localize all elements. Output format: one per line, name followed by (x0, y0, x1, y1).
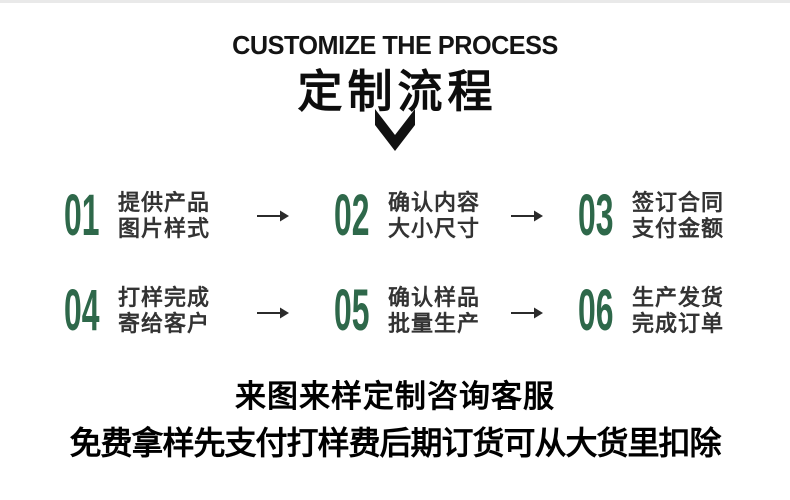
step-number: 03 (578, 183, 614, 248)
step-text-line1: 签订合同 (632, 190, 725, 215)
step-text-line2: 图片样式 (118, 216, 211, 241)
process-step-4: 04 打样完成 寄给客户 (64, 278, 210, 343)
step-description: 确认内容 大小尺寸 (388, 190, 480, 242)
step-number: 02 (334, 183, 370, 248)
section-title-chinese: 定制流程 (297, 66, 498, 117)
step-text-line2: 支付金额 (632, 216, 725, 241)
arrow-right-icon (257, 210, 289, 222)
step-number: 06 (578, 278, 614, 343)
step-number-box: 06 (578, 278, 616, 343)
step-text-line1: 确认内容 (388, 190, 481, 215)
step-text-line1: 提供产品 (118, 190, 211, 215)
chevron-down-icon (375, 109, 415, 151)
step-text-line1: 确认样品 (388, 285, 481, 310)
arrow-right-icon (511, 307, 543, 319)
step-description: 确认样品 批量生产 (388, 285, 480, 337)
consult-service-note: 来图来样定制咨询客服 (235, 379, 555, 414)
step-number: 04 (64, 278, 100, 343)
process-step-6: 06 生产发货 完成订单 (578, 278, 724, 343)
process-step-5: 05 确认样品 批量生产 (334, 278, 480, 343)
step-number: 01 (64, 183, 100, 248)
step-number-box: 03 (578, 183, 616, 248)
sample-fee-note: 免费拿样先支付打样费后期订货可从大货里扣除 (69, 425, 721, 461)
step-number-box: 02 (334, 183, 372, 248)
process-step-1: 01 提供产品 图片样式 (64, 183, 210, 248)
step-text-line2: 批量生产 (388, 311, 481, 336)
step-description: 签订合同 支付金额 (632, 190, 724, 242)
step-text-line2: 寄给客户 (118, 311, 211, 336)
step-text-line1: 生产发货 (632, 285, 725, 310)
step-description: 生产发货 完成订单 (632, 285, 724, 337)
step-description: 打样完成 寄给客户 (118, 285, 210, 337)
step-text-line1: 打样完成 (118, 285, 211, 310)
step-text-line2: 大小尺寸 (388, 216, 481, 241)
step-number-box: 01 (64, 183, 102, 248)
step-description: 提供产品 图片样式 (118, 190, 210, 242)
step-number-box: 04 (64, 278, 102, 343)
process-step-2: 02 确认内容 大小尺寸 (334, 183, 480, 248)
section-title-english: CUSTOMIZE THE PROCESS (232, 30, 558, 60)
arrow-right-icon (257, 307, 289, 319)
top-edge-divider (0, 0, 790, 3)
step-number-box: 05 (334, 278, 372, 343)
step-text-line2: 完成订单 (632, 311, 725, 336)
step-number: 05 (334, 278, 370, 343)
process-step-3: 03 签订合同 支付金额 (578, 183, 724, 248)
arrow-right-icon (511, 210, 543, 222)
